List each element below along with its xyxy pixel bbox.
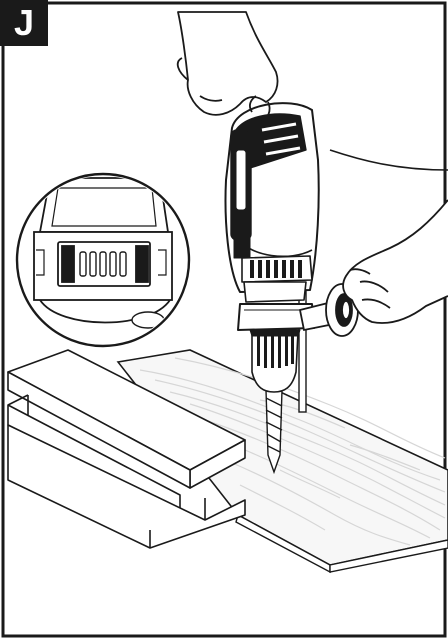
drill-bit-icon <box>265 389 283 475</box>
figure-step-badge: J <box>0 0 48 46</box>
wood-board-icon <box>116 349 448 574</box>
hand-icon <box>342 199 448 324</box>
chuck-icon <box>251 331 299 393</box>
i-beam-support-icon <box>7 349 246 549</box>
speed-selector-detail-icon <box>15 172 191 348</box>
hand-icon <box>176 11 279 123</box>
arm-outline <box>329 149 448 171</box>
